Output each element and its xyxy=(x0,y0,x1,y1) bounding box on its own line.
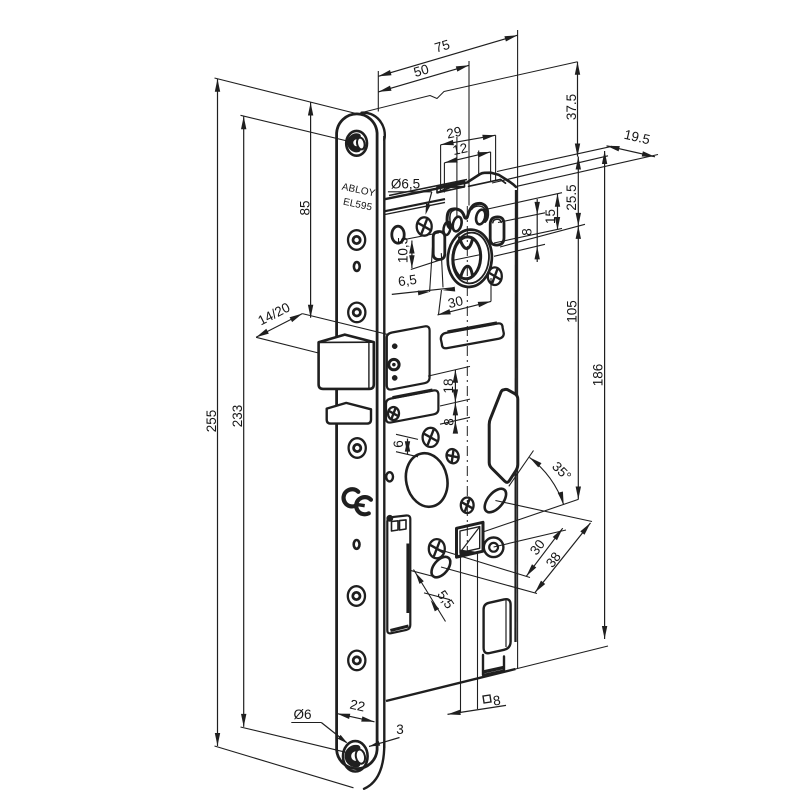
svg-text:18: 18 xyxy=(441,378,456,393)
svg-text:186: 186 xyxy=(590,364,605,387)
svg-text:25.5: 25.5 xyxy=(564,184,579,210)
svg-text:75: 75 xyxy=(433,37,452,56)
svg-text:233: 233 xyxy=(230,405,245,428)
svg-text:37.5: 37.5 xyxy=(564,94,579,120)
svg-text:12: 12 xyxy=(451,140,469,158)
svg-text:38: 38 xyxy=(543,549,564,570)
svg-text:10,5: 10,5 xyxy=(396,237,411,263)
svg-text:19.5: 19.5 xyxy=(623,127,652,148)
svg-text:22: 22 xyxy=(349,697,367,715)
svg-text:35°: 35° xyxy=(549,459,574,484)
svg-text:50: 50 xyxy=(412,61,431,80)
svg-text:14/20: 14/20 xyxy=(255,300,292,329)
svg-text:15: 15 xyxy=(543,209,558,224)
svg-text:6,5: 6,5 xyxy=(397,272,418,289)
svg-text:Ø6: Ø6 xyxy=(293,707,311,722)
svg-text:30: 30 xyxy=(527,537,548,558)
svg-text:3: 3 xyxy=(396,722,404,737)
svg-text:85: 85 xyxy=(297,200,312,215)
svg-text:Ø6,5: Ø6,5 xyxy=(391,177,420,192)
svg-text:29: 29 xyxy=(445,124,463,142)
svg-text:EL595: EL595 xyxy=(342,197,373,214)
svg-text:8: 8 xyxy=(520,228,535,236)
svg-text:255: 255 xyxy=(204,410,219,433)
svg-text:30: 30 xyxy=(446,293,464,311)
svg-text:6: 6 xyxy=(391,440,406,448)
svg-text:8: 8 xyxy=(441,418,456,426)
svg-text:8: 8 xyxy=(492,693,502,709)
svg-text:105: 105 xyxy=(564,300,579,323)
